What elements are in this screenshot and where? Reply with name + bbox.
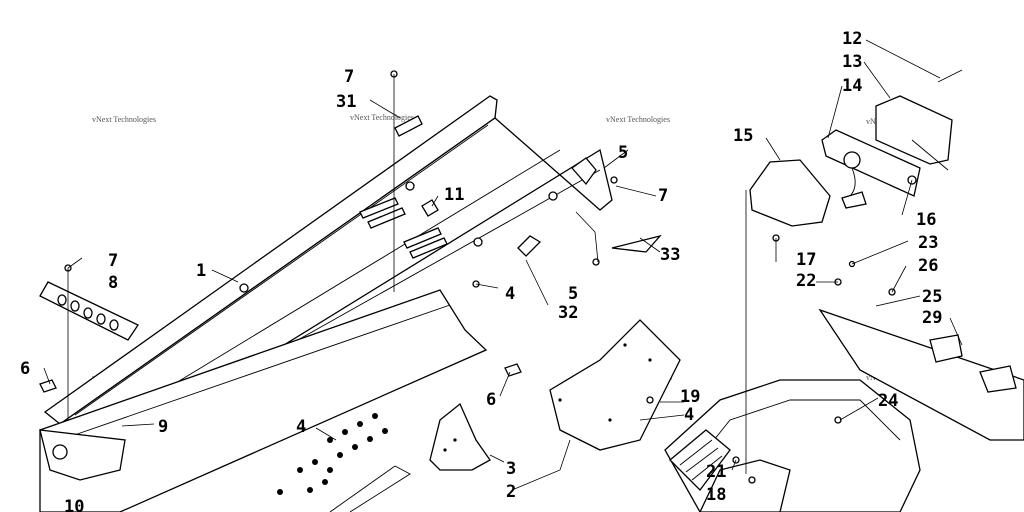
watermark: vNext Technologies <box>606 115 670 124</box>
callout-label: 16 <box>916 210 936 230</box>
callout-label: 17 <box>796 250 816 270</box>
flap-part-19 <box>549 319 681 451</box>
callout-label: 9 <box>158 417 168 437</box>
callout-label: 3 <box>506 459 516 479</box>
callout-label: 24 <box>878 391 898 411</box>
tail-light-assembly <box>749 95 953 227</box>
callout-label: 7 <box>344 67 354 87</box>
callout-label: 15 <box>733 126 753 146</box>
watermark: vNext Technologies <box>92 115 156 124</box>
callout-label: 23 <box>918 233 938 253</box>
callout-label: 8 <box>108 273 118 293</box>
callout-label: 7 <box>658 186 668 206</box>
callout-label: 10 <box>64 497 84 512</box>
callout-label: 29 <box>922 308 942 328</box>
small-parts <box>39 115 662 393</box>
board-holes <box>277 413 388 495</box>
callout-label: 2 <box>506 482 516 502</box>
callout-label: 1 <box>196 261 206 281</box>
callout-label: 26 <box>918 256 938 276</box>
callout-label: 5 <box>618 143 628 163</box>
callout-label: 25 <box>922 287 942 307</box>
mud-flap-part-29 <box>818 308 1024 441</box>
callout-label: 4 <box>505 284 515 304</box>
callout-label: 32 <box>558 303 578 323</box>
callout-labels: 1 2 3 4 4 4 5 5 6 6 7 7 7 8 9 10 11 12 1… <box>20 29 942 512</box>
callout-label: 22 <box>796 271 816 291</box>
callout-label: 11 <box>444 185 464 205</box>
callout-label: 19 <box>680 387 700 407</box>
bracket-part-3 <box>429 402 491 471</box>
callout-label: 4 <box>684 405 694 425</box>
tunnel-rail-part-1 <box>43 95 613 441</box>
running-board-part-2 <box>39 289 488 512</box>
callout-label: 21 <box>706 462 726 482</box>
leader-lines <box>43 39 963 491</box>
rear-bumper-assembly <box>664 379 921 512</box>
callout-label: 6 <box>20 359 30 379</box>
callout-label: 6 <box>486 390 496 410</box>
heat-shield-part-8 <box>39 281 139 341</box>
callout-label: 4 <box>296 417 306 437</box>
callout-label: 13 <box>842 52 862 72</box>
callout-label: 31 <box>336 92 356 112</box>
watermark: vNext Technologies <box>350 113 414 122</box>
callout-label: 7 <box>108 251 118 271</box>
callout-label: 14 <box>842 76 862 96</box>
callout-label: 5 <box>568 284 578 304</box>
callout-label: 18 <box>706 485 726 505</box>
callout-label: 12 <box>842 29 862 49</box>
callout-label: 33 <box>660 245 680 265</box>
